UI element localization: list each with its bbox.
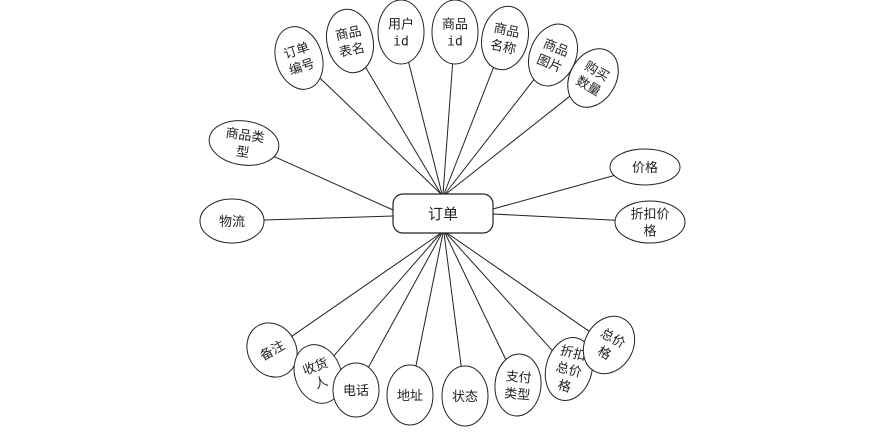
edge-product-type: [273, 156, 394, 211]
edge-total-price: [446, 232, 590, 332]
attribute-shape: [544, 337, 594, 401]
attribute-logistics: 物流: [199, 198, 265, 244]
attribute-shape: [326, 8, 374, 74]
attribute-label: 类型: [504, 386, 531, 403]
edge-logistics: [263, 215, 394, 221]
attribute-label: 表名: [338, 40, 367, 61]
attribute-consignee: 收货人: [293, 344, 343, 404]
attribute-shape: [274, 26, 324, 90]
attribute-label: 格: [556, 377, 573, 396]
edge-order-no: [319, 77, 442, 195]
attribute-label: 地址: [397, 389, 423, 404]
edge-product-image: [444, 79, 535, 195]
attribute-shape: [293, 344, 343, 404]
attribute-shape: [481, 5, 529, 71]
attribute-shape: [386, 364, 434, 426]
attribute-label: 商品: [334, 24, 363, 44]
attribute-nodes: 订单编号商品表名用户id商品id商品名称商品图片购买数量价格折扣价格商品类型物流…: [199, 0, 686, 427]
attribute-label: 折扣: [559, 343, 588, 364]
edge-phone: [367, 232, 443, 368]
connector-lines: [263, 62, 616, 368]
attribute-label: 名称: [489, 37, 518, 58]
attribute-status: 状态: [441, 365, 489, 427]
attribute-label: 电话: [343, 384, 369, 399]
attribute-shape: [332, 362, 380, 418]
attribute-shape: [208, 120, 280, 166]
attribute-label: 商品类: [225, 126, 266, 146]
edge-discount-price: [492, 213, 616, 221]
edge-status: [443, 232, 462, 367]
edge-discount-total: [445, 232, 553, 351]
attribute-total-price: 总价格: [582, 315, 636, 375]
edge-pay-type: [444, 232, 507, 360]
edge-buy-quantity: [445, 95, 571, 195]
edge-remark: [291, 232, 442, 337]
edge-consignee: [333, 232, 442, 357]
attribute-label: 总价: [554, 360, 583, 381]
edge-product-name: [443, 67, 494, 195]
attribute-address: 地址: [386, 364, 434, 426]
attribute-label: 人: [313, 374, 330, 393]
attribute-shape: [431, 0, 479, 65]
attribute-product-id: 商品 id: [431, 0, 479, 65]
entity-label: 订单: [428, 205, 458, 223]
entity-box: [392, 193, 494, 234]
attribute-shape: [609, 148, 681, 186]
attribute-label: 支付: [505, 369, 532, 386]
attribute-price: 价格: [609, 148, 681, 186]
attribute-label: 用户: [388, 17, 414, 33]
entity-order: 订单: [392, 193, 494, 234]
attribute-label: 商品: [442, 18, 468, 33]
attribute-label: id: [447, 35, 463, 50]
attribute-label: 商品: [492, 21, 521, 41]
attribute-phone: 电话: [332, 362, 380, 418]
attribute-label: 状态: [452, 390, 478, 405]
edge-product-id: [442, 63, 454, 195]
edge-product-table-name: [365, 67, 442, 195]
attribute-label: id: [393, 35, 409, 50]
attribute-shape: [377, 0, 425, 65]
attribute-user-id: 用户 id: [377, 0, 425, 65]
attribute-remark: 备注: [246, 322, 298, 378]
attribute-shape: [567, 48, 619, 108]
attribute-label: 型: [235, 145, 250, 162]
edge-address: [415, 232, 444, 367]
attribute-shape: [246, 322, 298, 378]
attribute-shape: [441, 365, 489, 427]
attribute-shape: [199, 198, 265, 244]
attribute-label: 价格: [632, 160, 658, 176]
attribute-shape: [614, 200, 686, 244]
attribute-label: 格: [643, 224, 656, 240]
attribute-label: 折扣价: [630, 208, 669, 223]
attribute-shape: [582, 315, 636, 375]
edge-price: [492, 175, 615, 210]
attribute-label: 物流: [219, 215, 245, 230]
edge-user-id: [408, 62, 443, 195]
attribute-shape: [494, 353, 542, 417]
